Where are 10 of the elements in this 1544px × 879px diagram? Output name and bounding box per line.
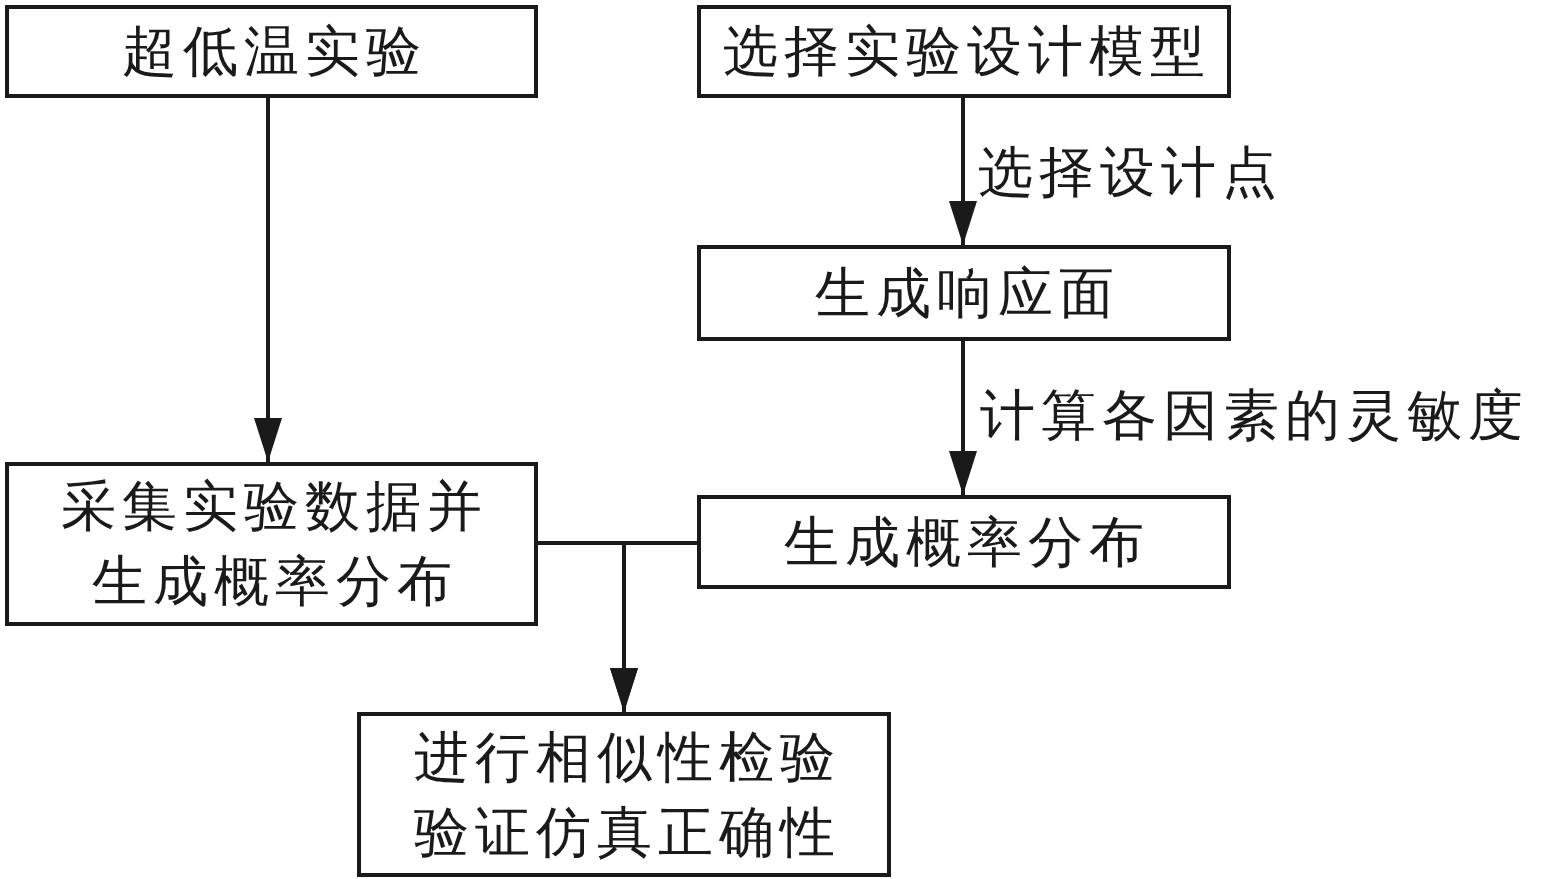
process-box: 生成概率分布 xyxy=(697,495,1231,589)
arrow xyxy=(254,98,282,462)
process-box: 选择实验设计模型 xyxy=(697,5,1231,98)
process-box: 生成响应面 xyxy=(697,245,1231,341)
arrow xyxy=(949,341,977,495)
process-box: 进行相似性检验验证仿真正确性 xyxy=(357,712,891,877)
arrow xyxy=(610,541,697,712)
arrow xyxy=(949,98,977,245)
process-box: 采集实验数据并生成概率分布 xyxy=(5,462,538,626)
process-box: 超低温实验 xyxy=(5,5,538,98)
